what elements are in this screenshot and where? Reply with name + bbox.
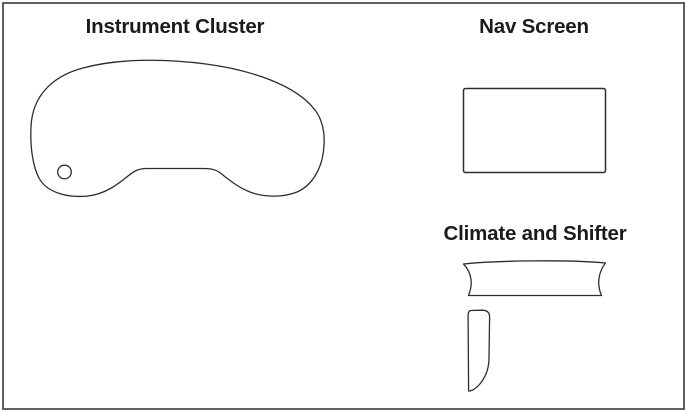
instrument-cluster-title: Instrument Cluster [85,15,265,38]
shifter-outline [467,309,491,392]
nav-screen-title: Nav Screen [479,15,589,38]
climate-shifter-title: Climate and Shifter [443,222,627,245]
instrument-cluster-outline [30,59,325,198]
instrument-cluster-hole [57,164,72,180]
nav-screen-outline [462,87,607,174]
climate-strip-outline [462,260,607,297]
